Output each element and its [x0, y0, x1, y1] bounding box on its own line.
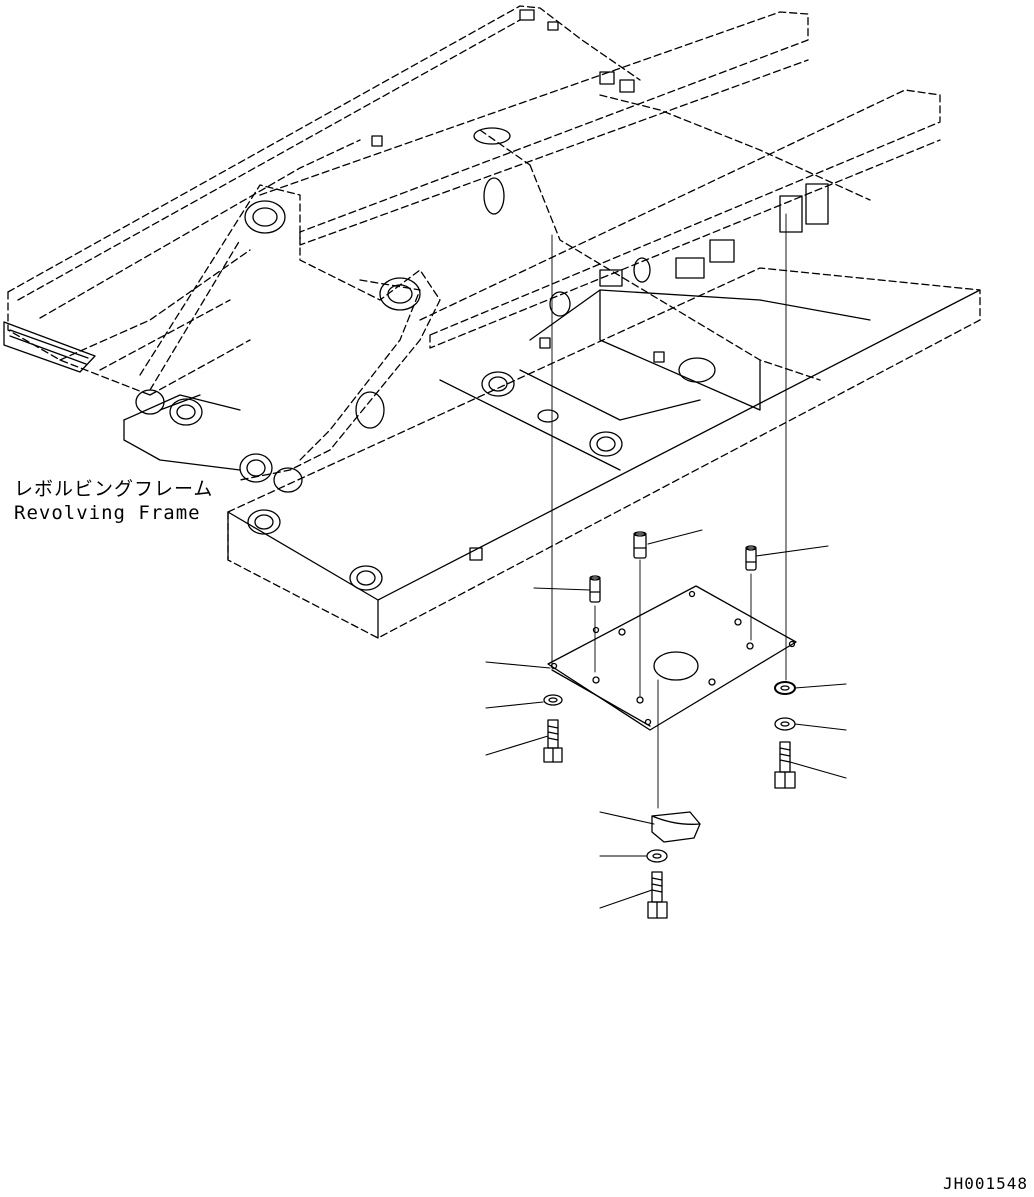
leader-lines [486, 530, 846, 908]
leader-bolt-right [790, 762, 846, 778]
leader-lock-washer-right [795, 684, 846, 688]
frame-right-body [228, 268, 980, 638]
drawing-number: JH001548 [942, 1174, 1028, 1193]
washer-right [775, 718, 795, 730]
cover-plate [548, 586, 796, 730]
leader-left-pin [534, 588, 590, 590]
frame-left-deck [8, 6, 640, 395]
frame-brackets [372, 10, 828, 560]
washer-bottom [647, 850, 667, 862]
frame-label-japanese: レボルビングフレーム [14, 478, 214, 500]
frame-openings [248, 128, 715, 590]
leader-cap [600, 812, 654, 824]
leader-washer-right [795, 724, 846, 730]
cover-cap [652, 812, 700, 842]
boom-bracket [140, 185, 440, 480]
frame-label-english: Revolving Frame [14, 502, 201, 524]
leader-right-pin [756, 546, 828, 556]
guide-pin-left [590, 576, 600, 672]
bolt-left [544, 720, 562, 762]
bolt-right [775, 742, 795, 788]
bolt-bottom [648, 872, 667, 918]
leader-center-pin [648, 530, 702, 544]
leader-bolt-left [486, 736, 548, 755]
washer-left [544, 695, 562, 705]
frame-main-rails [260, 12, 940, 380]
frame-step [4, 322, 95, 372]
leader-washer-left [486, 702, 543, 708]
pin-bosses [136, 201, 420, 492]
leader-plate [486, 662, 550, 668]
guide-pin-right [746, 546, 756, 640]
guide-pin-center [634, 532, 646, 696]
assembly-center-lines [552, 214, 786, 808]
leader-bolt-bottom [600, 890, 652, 908]
lock-washer-right [775, 682, 795, 694]
revolving-frame [4, 6, 980, 638]
